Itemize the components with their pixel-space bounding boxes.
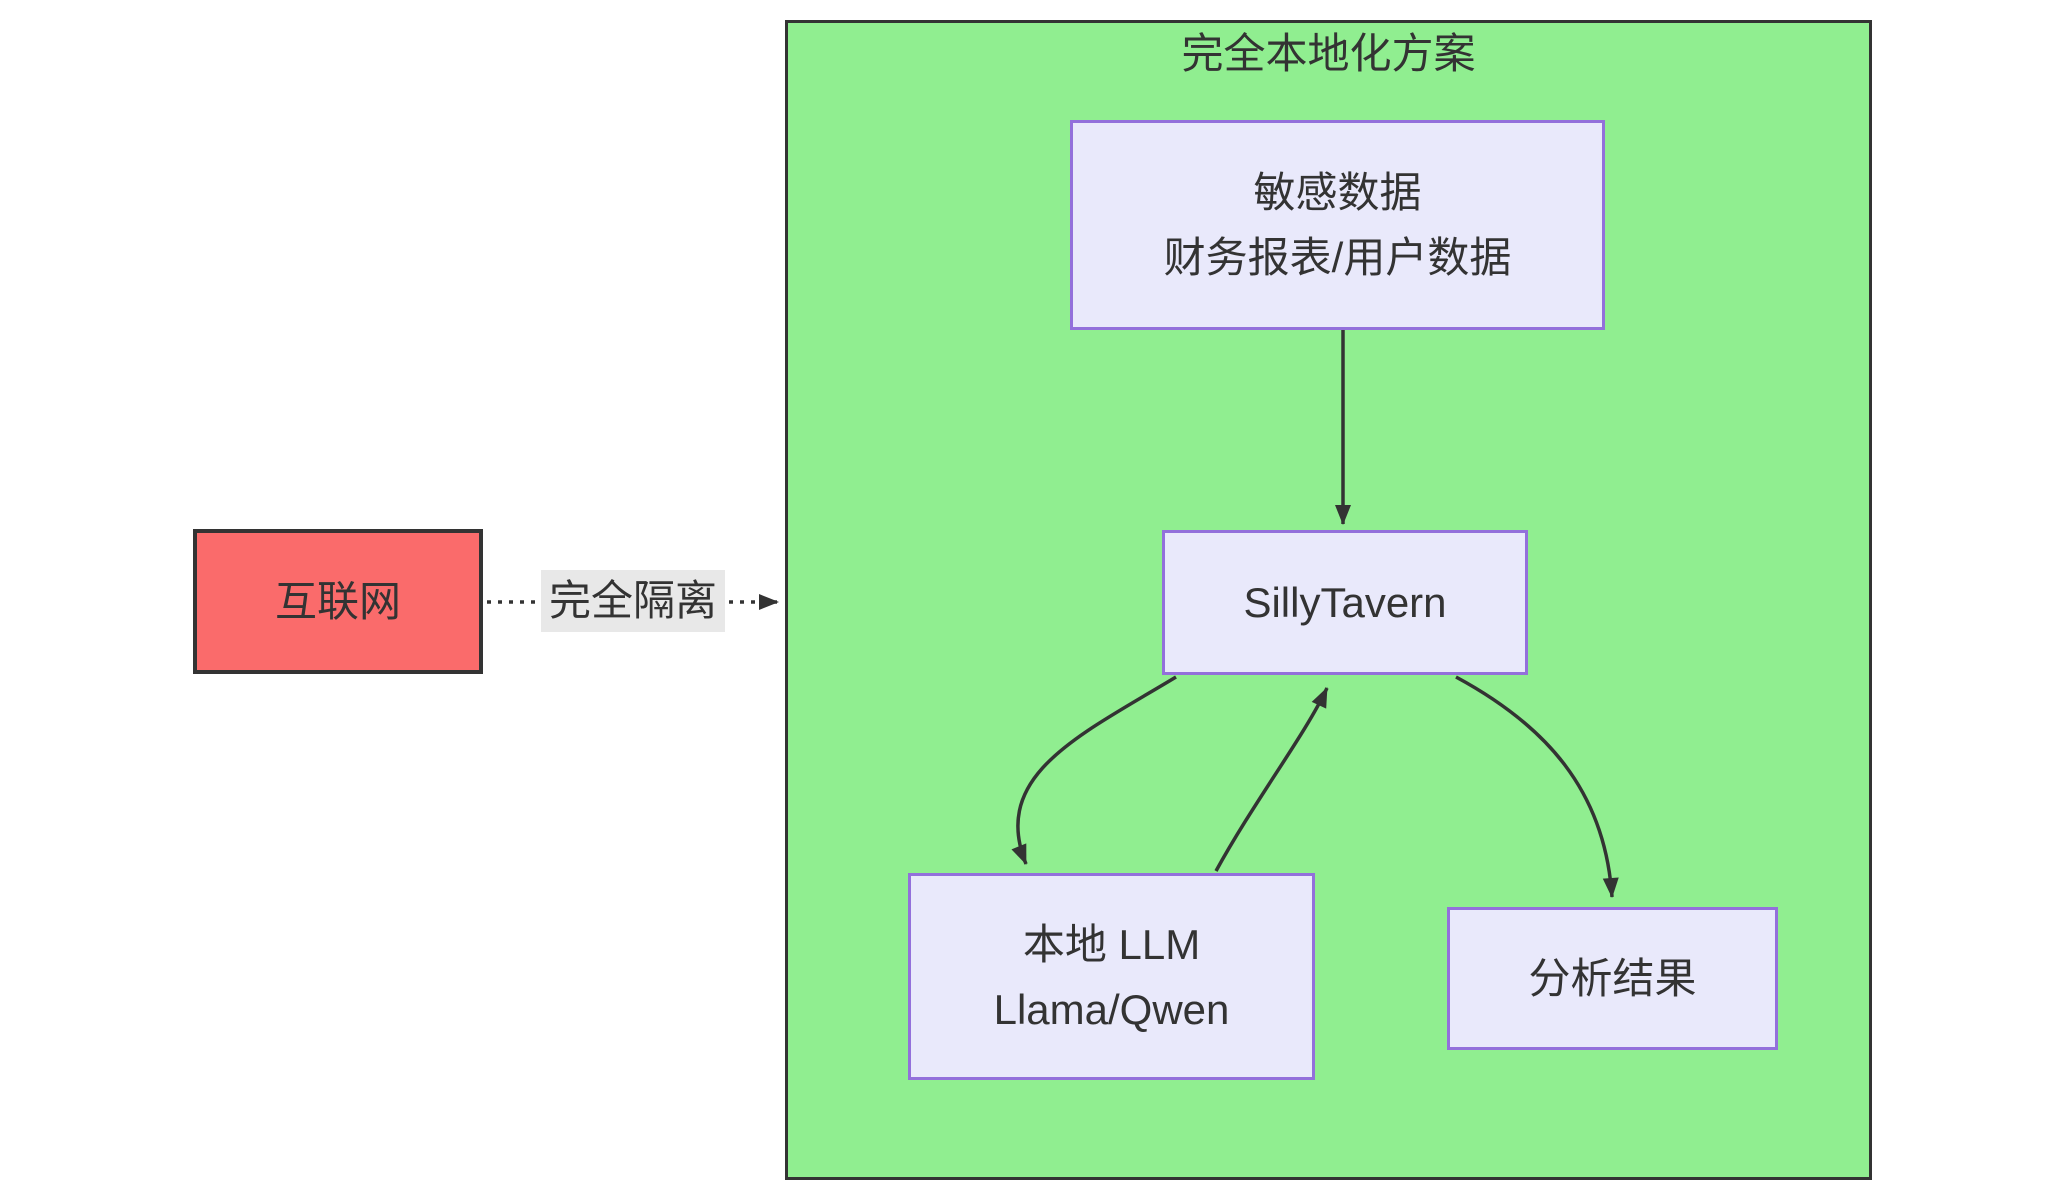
container-title: 完全本地化方案: [1181, 30, 1476, 77]
node-sillytavern: SillyTavern: [1162, 530, 1528, 675]
node-local-llm-line1: 本地 LLM: [1022, 920, 1201, 968]
node-internet-label: 互联网: [274, 578, 401, 625]
node-sensitive-data-line2: 财务报表/用户数据: [1163, 234, 1512, 281]
node-sillytavern-label: SillyTavern: [1243, 579, 1447, 626]
node-local-llm-line2: Llama/Qwen: [993, 985, 1230, 1033]
node-analysis-result: 分析结果: [1447, 907, 1778, 1050]
node-sensitive-data: 敏感数据 财务报表/用户数据: [1070, 120, 1605, 330]
node-sensitive-data-line1: 敏感数据: [1253, 169, 1422, 216]
node-analysis-result-label: 分析结果: [1528, 955, 1697, 1002]
node-local-llm: 本地 LLM Llama/Qwen: [908, 873, 1315, 1080]
isolation-edge-label: 完全隔离: [540, 570, 726, 632]
node-internet: 互联网: [193, 529, 483, 674]
